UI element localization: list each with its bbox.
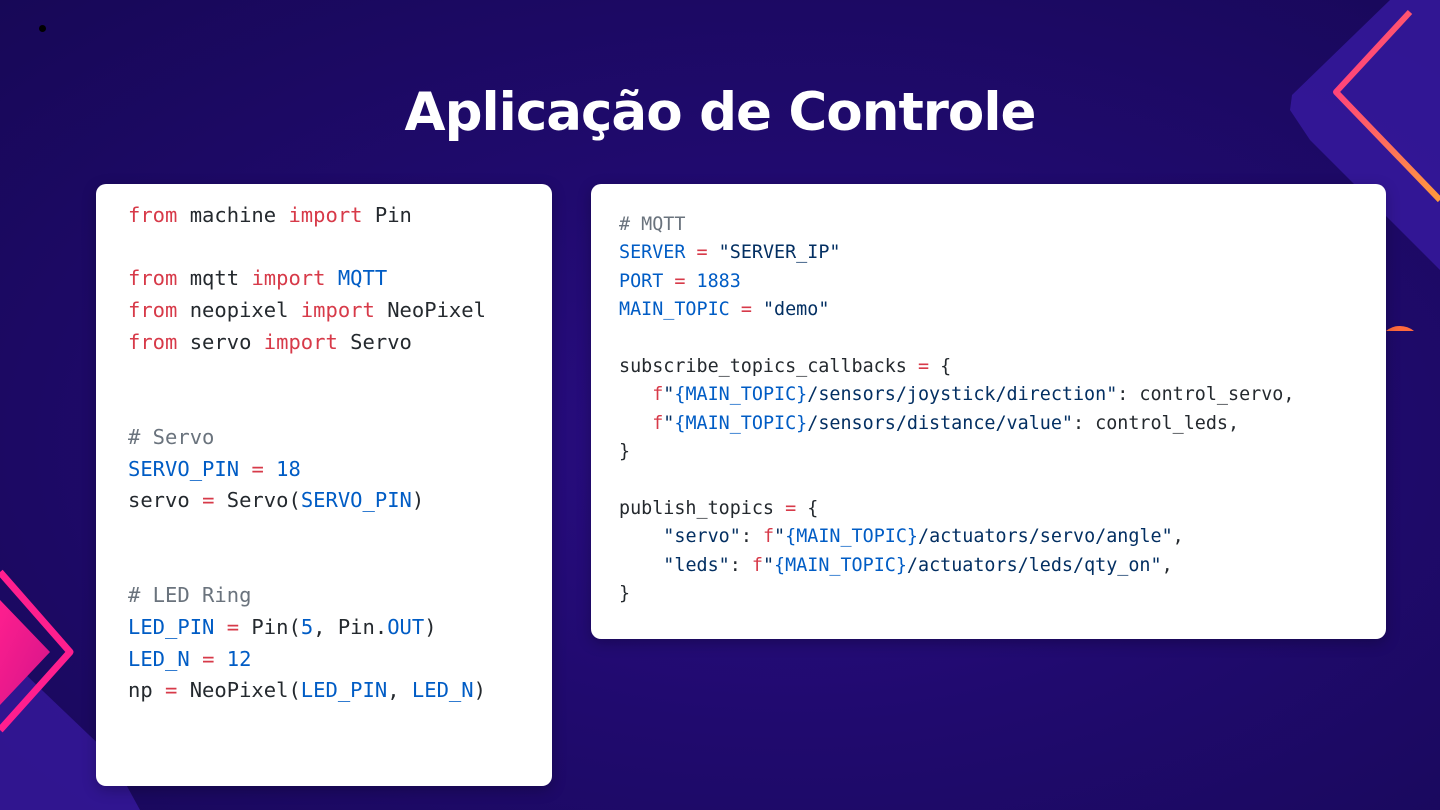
- code-line: [128, 517, 486, 549]
- code-line: # MQTT: [619, 214, 686, 235]
- code-line: # LED Ring: [128, 583, 252, 608]
- code-line: subscribe_topics_callbacks = {: [619, 355, 952, 377]
- code-line: LED_PIN = Pin(5, Pin.OUT): [128, 614, 437, 639]
- code-line: [619, 467, 1294, 495]
- code-line: "servo": f"{MAIN_TOPIC}/actuators/servo/…: [663, 526, 1184, 548]
- code-line: PORT = 1883: [619, 270, 741, 292]
- code-line: LED_N = 12: [128, 646, 252, 671]
- code-line: from servo import Servo: [128, 329, 412, 354]
- code-line: from machine import Pin: [128, 203, 412, 227]
- code-line: [128, 232, 486, 264]
- code-line: [128, 390, 486, 422]
- code-line: np = NeoPixel(LED_PIN, LED_N): [128, 678, 486, 703]
- code-line: }: [619, 583, 631, 605]
- code-line: SERVER = "SERVER_IP": [619, 242, 841, 264]
- code-line: "leds": f"{MAIN_TOPIC}/actuators/leds/qt…: [663, 554, 1173, 576]
- code-line: servo = Servo(SERVO_PIN): [128, 488, 425, 513]
- half-circle-decoration: [1386, 325, 1414, 331]
- code-line: # Servo: [128, 424, 215, 449]
- code-line: [619, 325, 1294, 353]
- bullet-dot: [39, 25, 46, 32]
- code-line: from mqtt import MQTT: [128, 266, 388, 291]
- code-line: f"{MAIN_TOPIC}/sensors/distance/value": …: [652, 412, 1240, 434]
- code-line: MAIN_TOPIC = "demo": [619, 299, 830, 321]
- code-text: from machine import Pin from mqtt import…: [128, 200, 486, 707]
- code-line: }: [619, 441, 631, 463]
- code-line: f"{MAIN_TOPIC}/sensors/joystick/directio…: [652, 384, 1295, 406]
- code-line: from neopixel import NeoPixel: [128, 298, 486, 323]
- code-line: [128, 549, 486, 581]
- code-block-imports: from machine import Pin from mqtt import…: [96, 184, 552, 786]
- code-line: [128, 358, 486, 390]
- code-line: publish_topics = {: [619, 497, 819, 519]
- code-line: SERVO_PIN = 18: [128, 456, 301, 481]
- chevron-top-right-decoration: [1290, 0, 1440, 270]
- slide-title: Aplicação de Controle: [404, 82, 1037, 143]
